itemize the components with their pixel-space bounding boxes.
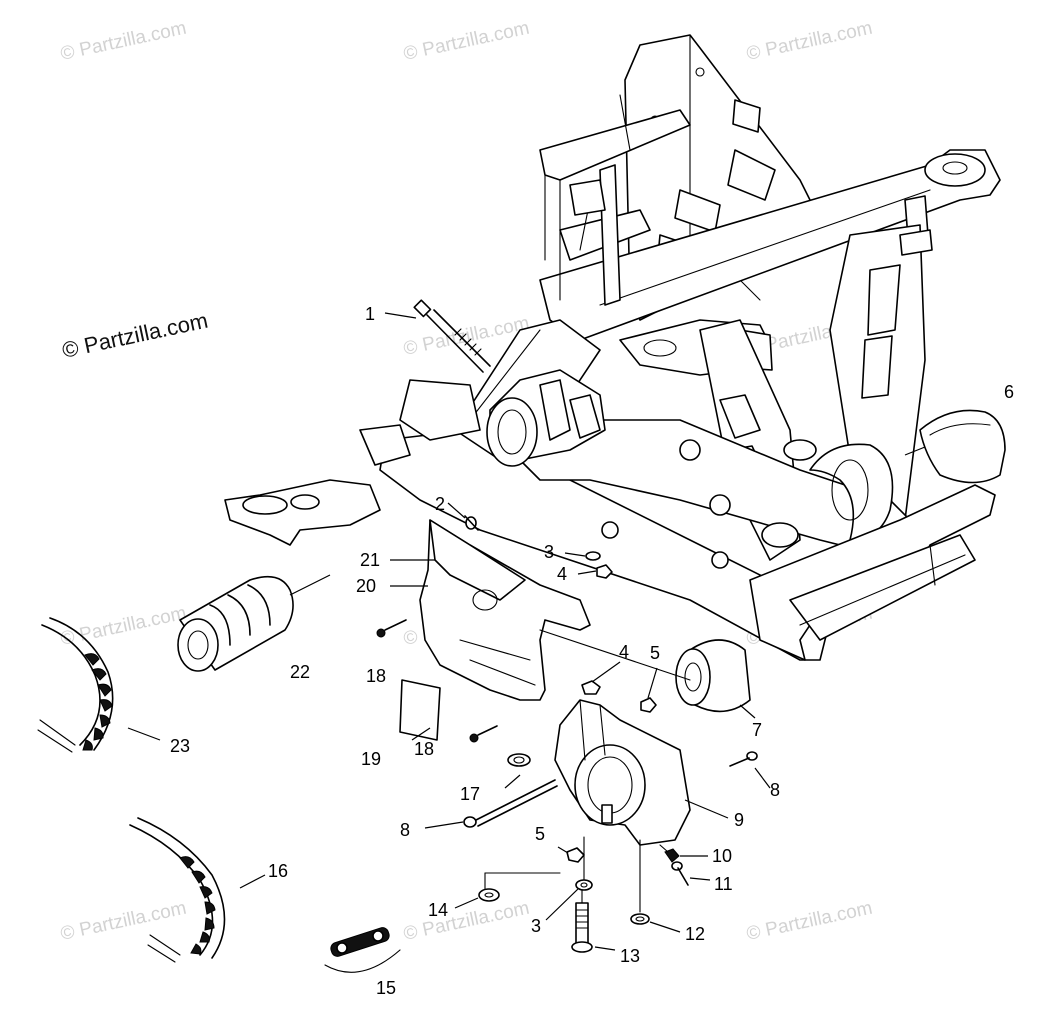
part-bolt-8a [463, 779, 558, 828]
watermark: © Partzilla.com [745, 898, 875, 945]
part-screw-18b [469, 725, 498, 743]
watermark-main: © Partzilla.com [60, 308, 210, 363]
callout-22: 22 [290, 662, 310, 682]
callout-3: 3 [531, 916, 541, 936]
callout-7: 7 [752, 720, 762, 740]
callout-4: 4 [619, 642, 629, 662]
callout-23: 23 [170, 736, 190, 756]
part-nut-5b [566, 847, 585, 863]
part-bolt-11 [671, 861, 689, 886]
part-label-19 [399, 679, 441, 741]
callout-20: 20 [356, 576, 376, 596]
callout-5: 5 [535, 824, 545, 844]
callouts: 1 2 3 4 21 20 6 22 18 4 5 7 23 18 19 17 … [170, 304, 1014, 998]
callout-8: 8 [770, 780, 780, 800]
callout-18: 18 [414, 739, 434, 759]
part-nut-5a [640, 697, 657, 713]
callout-3: 3 [544, 542, 554, 562]
callout-19: 19 [361, 749, 381, 769]
callout-18: 18 [366, 666, 386, 686]
part-nut-4b [581, 680, 601, 695]
callout-21: 21 [360, 550, 380, 570]
part-chain-16 [129, 817, 226, 963]
part-chain-23 [37, 617, 114, 753]
part-bolt-2 [464, 515, 479, 531]
callout-4: 4 [557, 564, 567, 584]
leader-lines [127, 312, 771, 951]
callout-12: 12 [685, 924, 705, 944]
part-bushing-7 [675, 639, 756, 719]
eccentric-housing [486, 369, 606, 467]
watermark: © Partzilla.com [402, 18, 532, 65]
part-bolt-1 [413, 299, 491, 373]
callout-10: 10 [712, 846, 732, 866]
watermark: © Partzilla.com [59, 18, 189, 65]
part-nut-4a [596, 564, 613, 579]
callout-8: 8 [400, 820, 410, 840]
frame-assembly [224, 34, 1001, 661]
callout-5: 5 [650, 643, 660, 663]
part-washer-14 [478, 888, 500, 902]
callout-9: 9 [734, 810, 744, 830]
part-bushing-6 [904, 409, 1006, 484]
alignment-lines [484, 629, 691, 913]
watermark: © Partzilla.com [402, 898, 532, 945]
part-bolt-8b [729, 751, 758, 767]
callout-6: 6 [1004, 382, 1014, 402]
watermark: © Partzilla.com [59, 898, 189, 945]
part-washer-3a [585, 551, 601, 561]
callout-11: 11 [714, 874, 733, 894]
callout-16: 16 [268, 861, 288, 881]
part-bolt-13 [571, 902, 593, 953]
callout-17: 17 [460, 784, 480, 804]
callout-2: 2 [435, 494, 445, 514]
callout-1: 1 [365, 304, 375, 324]
watermark: © Partzilla.com [59, 603, 189, 650]
callout-13: 13 [620, 946, 640, 966]
part-washer-3b [575, 879, 593, 891]
part-ring-17 [507, 753, 531, 767]
part-master-link-15 [324, 927, 401, 973]
watermark: © Partzilla.com [745, 18, 875, 65]
part-chain-guard-20-21 [419, 519, 591, 701]
part-sprocket-hub-22 [177, 574, 331, 672]
part-clamp-9 [554, 699, 691, 846]
part-screw-18a [376, 619, 407, 638]
callout-14: 14 [428, 900, 448, 920]
part-washer-12 [630, 913, 650, 925]
part-nut-10 [664, 848, 680, 863]
callout-15: 15 [376, 978, 396, 998]
